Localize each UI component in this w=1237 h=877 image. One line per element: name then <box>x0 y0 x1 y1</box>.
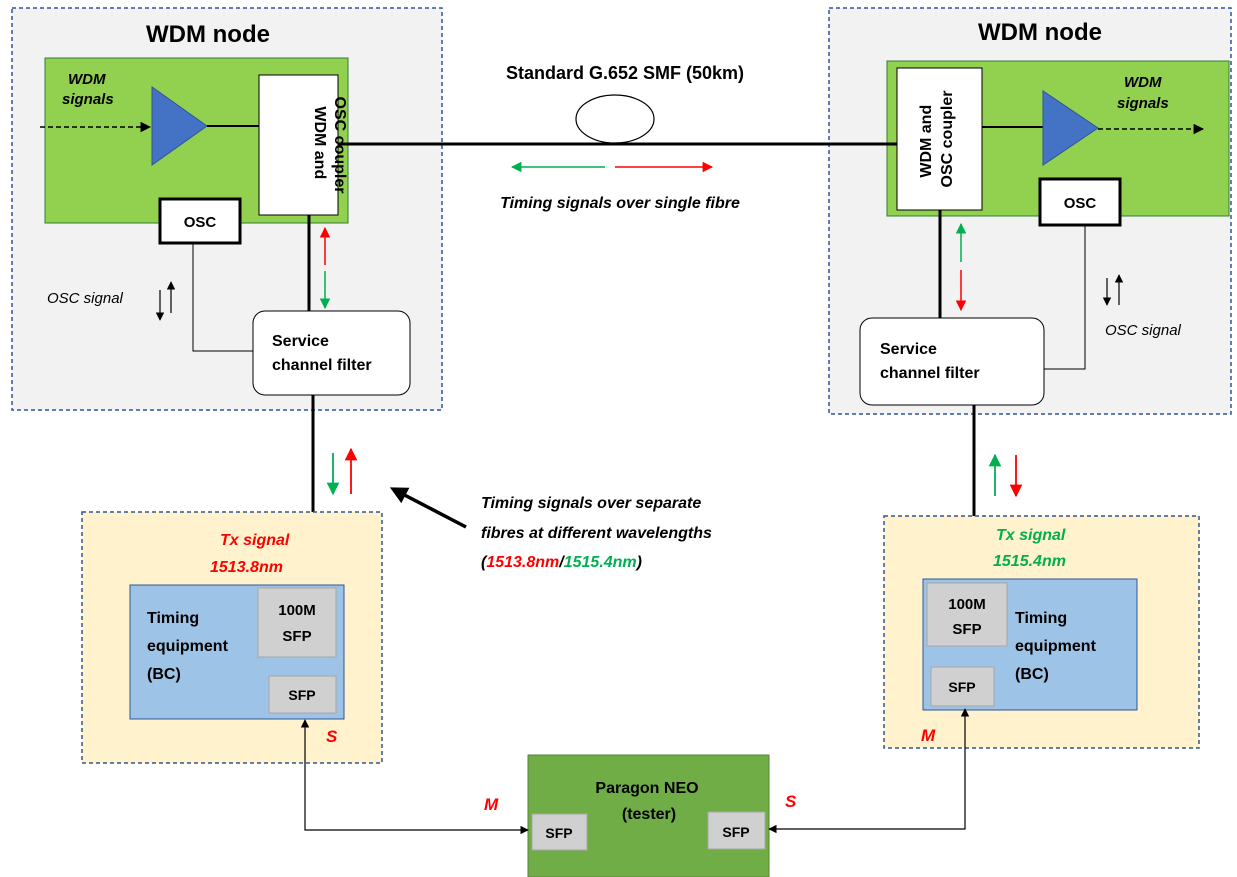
right-timing-section: Tx signal 1515.4nm 100M SFP Timing equip… <box>883 515 1200 749</box>
left-osc-box <box>158 197 242 245</box>
right-equipment-label-2: equipment <box>1015 638 1097 655</box>
right-100m-sfp <box>926 582 1008 647</box>
left-node-title: WDM node <box>146 21 270 48</box>
fibre-spool-icon <box>575 94 655 144</box>
left-osc-link <box>192 243 253 352</box>
left-tx-signal-label: Tx signal <box>220 532 290 549</box>
tester-sfp-left <box>531 813 588 851</box>
right-coupler-label: WDM and OSC coupler <box>918 91 956 188</box>
right-wdm-osc-coupler <box>896 67 983 211</box>
right-filter-label-2: channel filter <box>880 365 980 382</box>
right-equipment-label-1: Timing <box>1015 610 1067 627</box>
left-timing-section: Tx signal 1513.8nm Timing equipment (BC)… <box>81 511 383 764</box>
right-100m-sfp-label-2: SFP <box>952 621 981 638</box>
tester-role-right: S <box>785 792 797 811</box>
tester-sfp-right-label: SFP <box>722 824 749 840</box>
right-tx-wavelength: 1515.4nm <box>993 553 1066 570</box>
left-filter-label-2: channel filter <box>272 357 372 374</box>
right-amplifier-icon <box>1042 90 1099 166</box>
right-100m-sfp-label-1: 100M <box>948 596 986 613</box>
right-osc-box <box>1038 177 1122 227</box>
separate-fibres-annotation: Timing signals over separate fibres at d… <box>389 487 712 571</box>
separate-fibres-line-1: Timing signals over separate <box>481 495 701 512</box>
pointer-arrow <box>389 487 467 529</box>
left-100m-sfp <box>257 587 337 658</box>
paragon-neo-tester: Paragon NEO (tester) SFP SFP M S <box>484 754 797 877</box>
tester-label-2: (tester) <box>622 806 676 823</box>
left-wdm-signals-label-2: signals <box>62 91 114 108</box>
separate-fibres-line-2: fibres at different wavelengths <box>481 525 712 542</box>
right-osc-signal-label: OSC signal <box>1105 322 1182 339</box>
left-100m-sfp-label-2: SFP <box>282 628 311 645</box>
right-equipment-label-3: (BC) <box>1015 666 1049 683</box>
right-filter-label-1: Service <box>880 341 937 358</box>
left-tx-wavelength: 1513.8nm <box>210 559 283 576</box>
separate-fibres-line-3: (1513.8nm/1515.4nm) <box>481 554 642 571</box>
wavelength-green: 1515.4nm <box>564 554 637 571</box>
right-wdm-signals-label-2: signals <box>1117 95 1169 112</box>
right-sfp-label: SFP <box>948 679 975 695</box>
single-fibre-link: Standard G.652 SMF (50km) Timing signals… <box>338 63 897 212</box>
left-100m-sfp-label-1: 100M <box>278 602 316 619</box>
left-filter-label-1: Service <box>272 333 329 350</box>
fibre-label: Standard G.652 SMF (50km) <box>506 63 744 83</box>
left-service-channel-filter <box>252 310 411 396</box>
left-sfp-label: SFP <box>288 687 315 703</box>
right-role-label: M <box>921 726 936 745</box>
tester-right-link <box>768 708 970 834</box>
left-wdm-signals-label: WDM <box>68 71 106 88</box>
right-node-title: WDM node <box>978 19 1102 46</box>
left-wdm-osc-coupler <box>258 74 339 216</box>
wavelength-red: 1513.8nm <box>486 554 559 571</box>
right-sfp <box>930 666 995 707</box>
tester-sfp-right <box>707 811 766 850</box>
right-tx-signal-label: Tx signal <box>996 527 1066 544</box>
left-equipment-label-2: equipment <box>147 638 229 655</box>
fibre-caption: Timing signals over single fibre <box>500 195 740 212</box>
tester-role-left: M <box>484 795 499 814</box>
right-service-channel-filter <box>859 317 1045 406</box>
tester-sfp-left-label: SFP <box>545 825 572 841</box>
tester-left-link <box>300 719 529 835</box>
tester-label-1: Paragon NEO <box>595 780 698 797</box>
right-osc-label: OSC <box>1064 195 1097 212</box>
left-osc-label: OSC <box>184 214 217 231</box>
right-wdm-node: WDM node WDM and OSC coupler WDM signals… <box>828 7 1232 415</box>
right-osc-link <box>1044 225 1086 370</box>
left-equipment-label-3: (BC) <box>147 666 181 683</box>
left-sfp <box>268 675 337 714</box>
left-osc-signal-label: OSC signal <box>47 290 124 307</box>
right-wdm-signals-label: WDM <box>1124 74 1162 91</box>
left-role-label: S <box>326 727 338 746</box>
left-amplifier-icon <box>151 86 208 166</box>
left-equipment-label-1: Timing <box>147 610 199 627</box>
left-wdm-node: WDM node WDM signals WDM and OSC coupler… <box>11 7 443 411</box>
